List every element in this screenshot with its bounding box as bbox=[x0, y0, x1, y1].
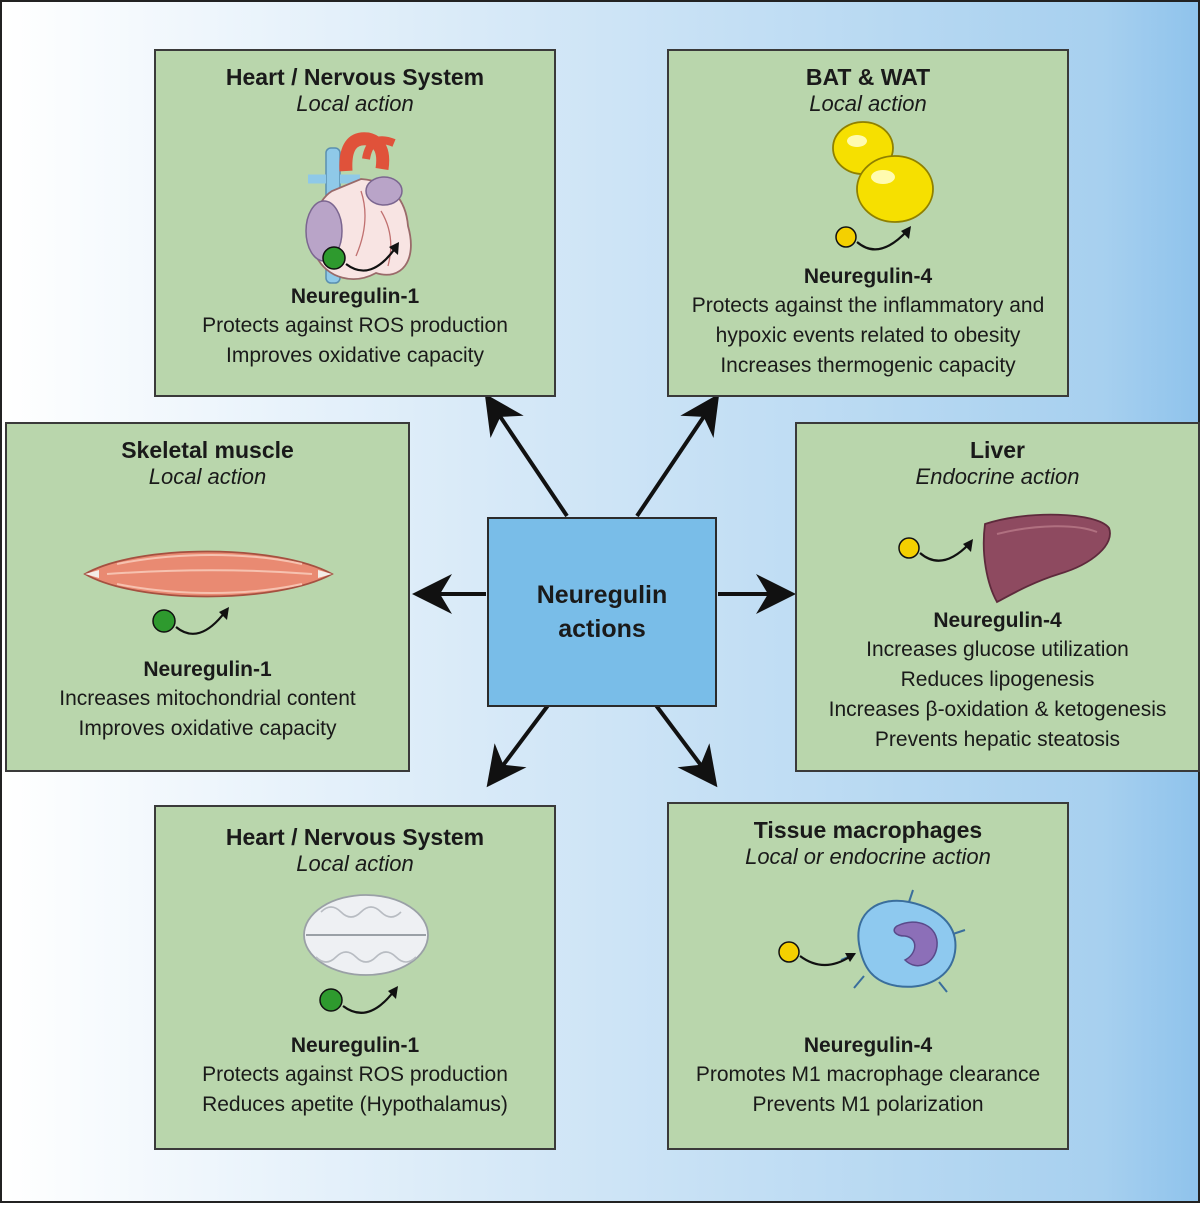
panel-subtitle: Local action bbox=[809, 91, 927, 116]
liver-illustration bbox=[982, 513, 1111, 604]
ligand-arrow-heart bbox=[322, 242, 399, 272]
ligand-arrow-adipose bbox=[835, 226, 911, 251]
ligand-arrow-brain bbox=[319, 986, 398, 1014]
muscle-illustration bbox=[83, 550, 334, 598]
ligand-icon bbox=[152, 609, 176, 633]
macrophage-illustration bbox=[840, 889, 966, 993]
ligand-icon bbox=[898, 537, 920, 559]
brain-illustration bbox=[303, 894, 429, 976]
protein-label: Neuregulin-1 bbox=[143, 658, 272, 681]
effect-line: Protects against ROS production bbox=[202, 314, 508, 337]
ligand-arrow-muscle bbox=[152, 607, 229, 635]
neuregulin-actions-box: Neuregulin actions bbox=[487, 517, 717, 707]
effect-line: Improves oxidative capacity bbox=[78, 717, 337, 740]
ligand-icon bbox=[778, 941, 800, 963]
effect-line: Prevents M1 polarization bbox=[752, 1093, 984, 1116]
ligand-icon bbox=[322, 246, 346, 270]
effect-line: Increases glucose utilization bbox=[866, 638, 1129, 661]
effect-line: Promotes M1 macrophage clearance bbox=[695, 1063, 1041, 1086]
protein-label: Neuregulin-1 bbox=[290, 1034, 420, 1057]
adipocytes-illustration bbox=[832, 121, 934, 223]
panel-subtitle: Local action bbox=[148, 464, 267, 489]
protein-label: Neuregulin-1 bbox=[290, 285, 420, 308]
effect-line: hypoxic events related to obesity bbox=[715, 324, 1021, 347]
arrow-to-adipose bbox=[635, 393, 720, 518]
effect-line: Prevents hepatic steatosis bbox=[874, 728, 1121, 751]
panel-muscle: Skeletal muscle Local action Neuregulin-… bbox=[5, 422, 410, 772]
panel-title: Tissue macrophages bbox=[753, 817, 983, 843]
effect-line: Increases β-oxidation & ketogenesis bbox=[828, 698, 1167, 721]
ligand-arrow-liver bbox=[898, 537, 973, 562]
center-title-line2: actions bbox=[558, 615, 646, 643]
panel-macrophage: Tissue macrophages Local or endocrine ac… bbox=[667, 802, 1069, 1150]
panel-title: Skeletal muscle bbox=[121, 437, 294, 463]
effect-line: Improves oxidative capacity bbox=[226, 344, 484, 367]
ligand-icon bbox=[835, 226, 857, 248]
ligand-icon bbox=[319, 988, 343, 1012]
protein-label: Neuregulin-4 bbox=[803, 265, 933, 288]
heart-illustration bbox=[305, 132, 412, 284]
panel-title: Heart / Nervous System bbox=[225, 64, 485, 90]
ligand-arrow-macrophage bbox=[778, 941, 856, 967]
effect-line: Reduces lipogenesis bbox=[900, 668, 1095, 691]
panel-title: Liver bbox=[970, 437, 1025, 463]
arrow-to-heart bbox=[484, 393, 569, 518]
protein-label: Neuregulin-4 bbox=[933, 609, 1062, 632]
protein-label: Neuregulin-4 bbox=[803, 1034, 933, 1057]
panel-heart: Heart / Nervous System Local action Neur… bbox=[154, 49, 556, 397]
panel-subtitle: Local action bbox=[296, 851, 414, 876]
effect-line: Increases mitochondrial content bbox=[59, 687, 356, 710]
panel-subtitle: Local action bbox=[296, 91, 414, 116]
panel-brain: Heart / Nervous System Local action Neur… bbox=[154, 805, 556, 1150]
effect-line: Protects against ROS production bbox=[202, 1063, 508, 1086]
center-title-line1: Neuregulin bbox=[536, 581, 668, 609]
panel-adipose: BAT & WAT Local action Neuregulin-4 Prot… bbox=[667, 49, 1069, 397]
panel-title: Heart / Nervous System bbox=[225, 824, 485, 850]
effect-line: Protects against the inflammatory and bbox=[691, 294, 1045, 317]
panel-subtitle: Endocrine action bbox=[915, 464, 1080, 489]
effect-line: Increases thermogenic capacity bbox=[720, 354, 1016, 377]
panel-title: BAT & WAT bbox=[805, 64, 931, 90]
effect-line: Reduces apetite (Hypothalamus) bbox=[202, 1093, 508, 1116]
panel-liver: Liver Endocrine action Neuregulin-4 Incr… bbox=[795, 422, 1200, 772]
panel-subtitle: Local or endocrine action bbox=[745, 844, 991, 869]
